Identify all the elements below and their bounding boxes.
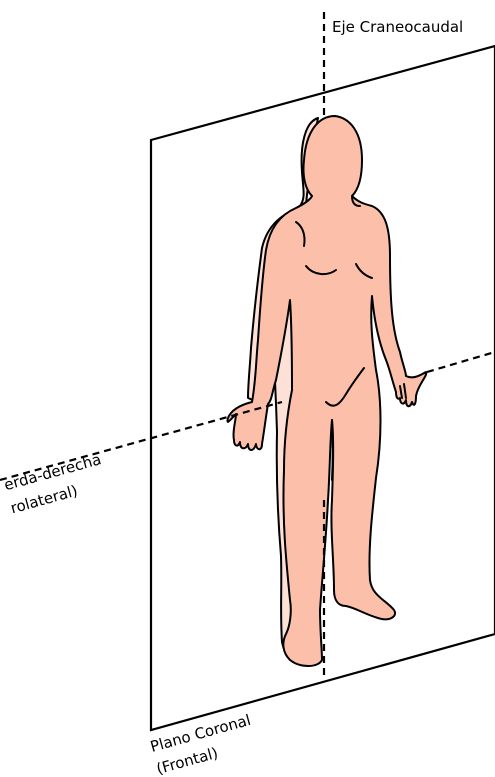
craniocaudal-axis-label: Eje Craneocaudal	[332, 18, 463, 36]
body-main	[227, 116, 426, 666]
human-figure	[227, 116, 426, 666]
leg-divider	[332, 420, 333, 480]
lateral-axis-right	[427, 352, 495, 372]
